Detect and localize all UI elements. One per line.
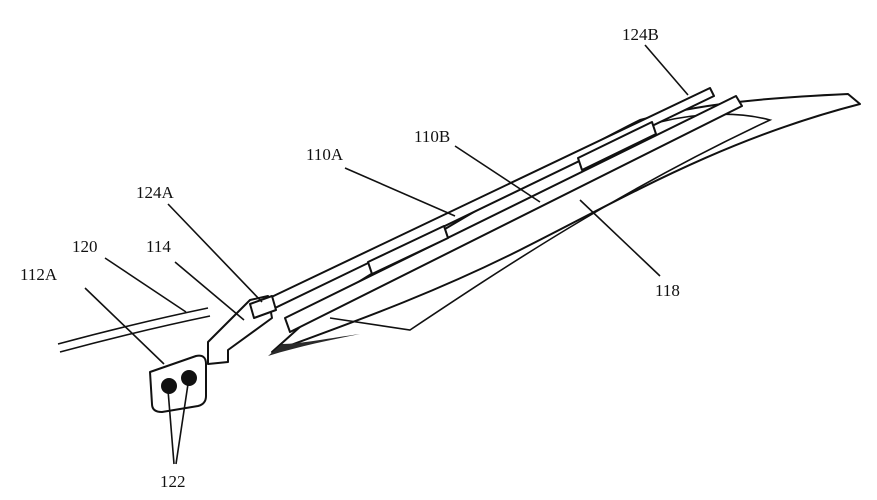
label-120: 120 bbox=[72, 237, 98, 256]
label-122: 122 bbox=[160, 472, 186, 491]
label-112A: 112A bbox=[20, 265, 58, 284]
leader-120 bbox=[104, 257, 187, 313]
label-114: 114 bbox=[146, 237, 171, 256]
label-124A: 124A bbox=[136, 183, 175, 202]
segment-110A bbox=[367, 225, 449, 275]
label-118: 118 bbox=[655, 281, 680, 300]
leader-110B bbox=[454, 145, 541, 203]
cord-120 bbox=[57, 307, 209, 345]
label-124B: 124B bbox=[622, 25, 659, 44]
rail-110B bbox=[284, 95, 743, 333]
segment-110B bbox=[577, 121, 657, 171]
connector-124A bbox=[249, 295, 277, 319]
contact-122a bbox=[161, 378, 177, 394]
leader-110A bbox=[344, 167, 456, 217]
rail-110A bbox=[239, 87, 715, 323]
leader-112A bbox=[84, 287, 165, 365]
cord-120b bbox=[59, 315, 211, 353]
leader-122b bbox=[175, 383, 189, 465]
leader-124A bbox=[167, 203, 263, 303]
blade-118 bbox=[271, 93, 861, 353]
blade-118-shadow bbox=[268, 334, 360, 356]
leader-114 bbox=[174, 261, 245, 321]
label-110A: 110A bbox=[306, 145, 344, 164]
leader-118 bbox=[579, 199, 661, 277]
housing-112A bbox=[149, 354, 207, 413]
label-110B: 110B bbox=[414, 127, 450, 146]
leader-124B bbox=[644, 44, 689, 96]
contact-122b bbox=[181, 370, 197, 386]
leader-122a bbox=[167, 389, 175, 465]
